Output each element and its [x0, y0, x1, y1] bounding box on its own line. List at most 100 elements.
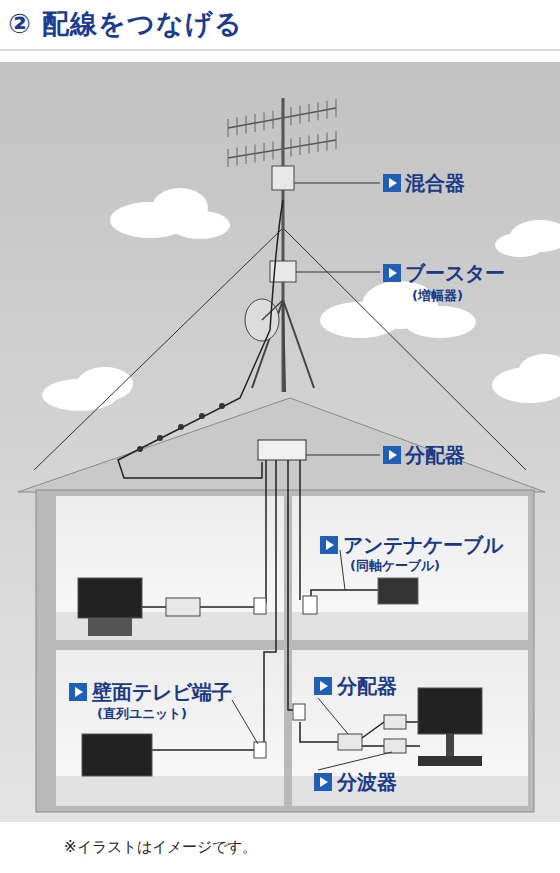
- callout-label: 混合器: [405, 171, 465, 195]
- house-part: [56, 612, 528, 806]
- antenna-mast-part-part: [318, 102, 319, 120]
- cable-clips-part: [137, 446, 143, 452]
- callout-markers-part-part: [383, 264, 401, 282]
- antenna-mast-part-part: [264, 143, 265, 161]
- callout-markers-part-part: [320, 536, 338, 554]
- callout-markers-part-part: [383, 446, 401, 464]
- clouds-part: [495, 233, 545, 257]
- indoor-devices-part: [166, 598, 200, 616]
- callout-markers-part-part: [75, 687, 83, 697]
- callout-label: アンテナケーブル: [343, 533, 503, 557]
- tvs-part: [446, 734, 454, 756]
- callout-markers-part: [314, 773, 332, 791]
- antenna-mast-part-part: [237, 148, 238, 166]
- antenna-mast-part-part: [264, 112, 265, 130]
- callout-markers-part: [69, 683, 87, 701]
- leader-lines-part: [318, 752, 392, 770]
- indoor-cables-part: [311, 590, 385, 604]
- antenna-mast-part-part: [228, 119, 229, 137]
- guy-wires: [34, 228, 526, 470]
- antenna-mast-part-part: [255, 145, 256, 163]
- callout-markers-part-part: [320, 777, 328, 787]
- antenna-mast-part-part: [291, 107, 292, 125]
- antenna-mast-part-part: [255, 114, 256, 132]
- callout-markers-part-part: [383, 174, 401, 192]
- guy-wires-part: [34, 228, 283, 470]
- cable-clips-part: [157, 435, 163, 441]
- antenna-mast-part-part: [327, 133, 328, 151]
- antenna-mast-part-part: [246, 146, 247, 164]
- clouds: [42, 188, 560, 411]
- leader-lines-part: [296, 272, 380, 273]
- tvs-part: [418, 756, 482, 766]
- clouds-part: [519, 354, 560, 386]
- sky: [0, 62, 560, 822]
- leader-lines-part: [294, 183, 380, 184]
- callout-label: (直列ユニット): [97, 706, 187, 722]
- callout-markers-part-part: [320, 681, 328, 691]
- callout-label: (増幅器): [412, 288, 463, 304]
- antenna-mast-part-part: [336, 99, 337, 117]
- indoor-devices: [166, 598, 406, 753]
- antenna-mast-part-part: [246, 116, 247, 134]
- house-part: [36, 490, 534, 812]
- antenna-mast-part-part: [273, 111, 274, 129]
- callout-markers: [69, 174, 401, 791]
- callout-markers-part: [383, 264, 401, 282]
- tvs-part: [78, 578, 142, 618]
- guy-wires-part: [283, 228, 526, 470]
- house-part: [292, 650, 528, 806]
- antenna-mast-part-part: [228, 108, 336, 128]
- antenna-mast-part-part: [291, 139, 292, 157]
- antenna-mast-part: [283, 300, 285, 392]
- page-title: ② 配線をつなげる: [8, 6, 243, 42]
- house-part: [56, 496, 284, 640]
- callout-markers-part-part: [314, 677, 332, 695]
- indoor-devices-part: [384, 739, 406, 753]
- callout-markers-part: [383, 446, 401, 464]
- clouds-part: [404, 306, 476, 338]
- antenna-mast-part-part: [228, 140, 336, 158]
- callout-markers-part-part: [389, 268, 397, 278]
- wall-terminals-part: [293, 704, 305, 720]
- callout-markers-part-part: [314, 773, 332, 791]
- antenna-mast-part: [283, 300, 314, 388]
- indoor-devices-part: [384, 715, 406, 729]
- leader-lines-part: [306, 455, 380, 456]
- house-part: [18, 398, 545, 492]
- antenna-mast: [228, 98, 336, 392]
- callout-markers-part-part: [389, 450, 397, 460]
- antenna-mast-part-part: [282, 140, 283, 158]
- callout-markers-part-part: [326, 540, 334, 550]
- callout-label: 分配器: [337, 674, 397, 698]
- tvs: [78, 578, 482, 776]
- cable-clips-part: [178, 424, 184, 430]
- antenna-mast-part-part: [309, 136, 310, 154]
- house-part-part: [292, 612, 528, 640]
- tvs-part: [88, 618, 132, 636]
- indoor-cables-part: [299, 460, 301, 600]
- clouds-part: [170, 211, 230, 239]
- indoor-cables-part: [150, 749, 254, 751]
- house: [18, 398, 545, 812]
- indoor-cables-part: [265, 460, 267, 603]
- antenna-mast-part-part: [300, 137, 301, 155]
- tvs-part: [418, 688, 482, 734]
- roof-cable: [118, 200, 283, 478]
- antenna-mast-part-part: [309, 104, 310, 122]
- antenna-mast-part-part: [228, 149, 229, 167]
- clouds-part: [77, 367, 133, 401]
- tvs-part: [82, 734, 152, 776]
- indoor-devices-part: [338, 734, 362, 750]
- antenna-mast-part-part: [237, 117, 238, 135]
- wall-terminals-part: [254, 742, 266, 758]
- callout-label: (同軸ケーブル): [350, 558, 440, 574]
- leader-lines-part: [318, 698, 348, 734]
- house-part: [56, 650, 284, 806]
- wall-terminals-part: [254, 598, 266, 614]
- antenna-mast-part: [228, 108, 336, 158]
- callout-label: 分配器: [405, 443, 465, 467]
- indoor-cables-part: [288, 460, 297, 710]
